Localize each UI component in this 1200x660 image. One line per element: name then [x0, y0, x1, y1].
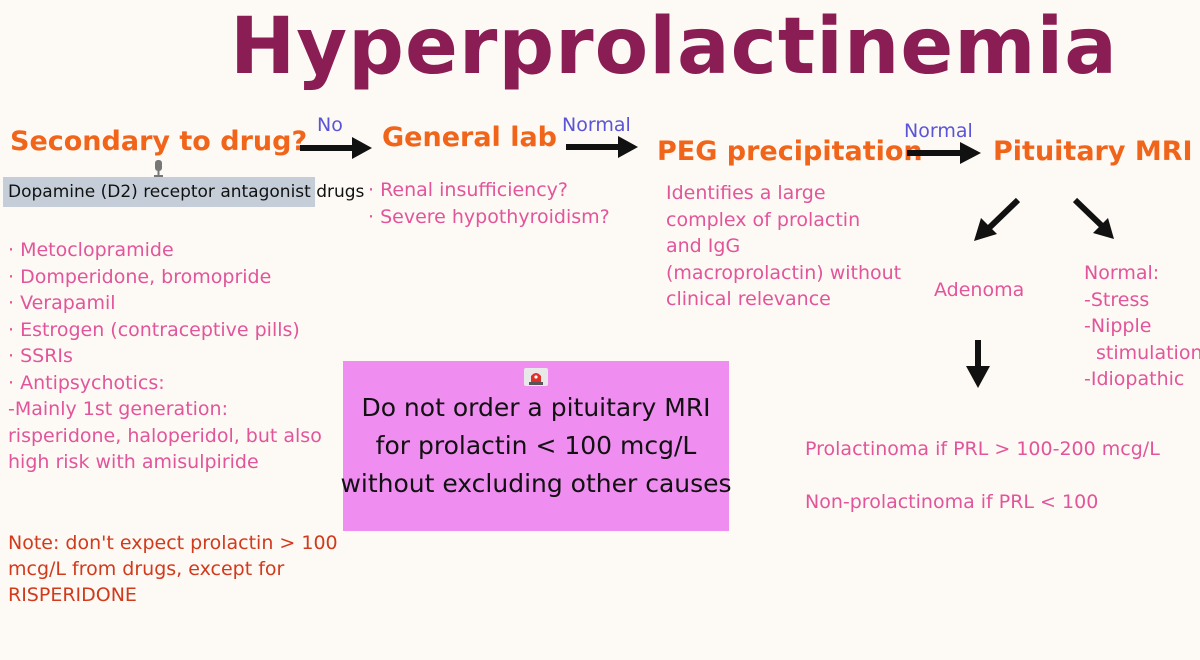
list-item: risperidone, haloperidol, but also — [8, 424, 322, 447]
step-secondary-to-drug: Secondary to drug? — [10, 126, 308, 157]
list-item: · Renal insufficiency? — [368, 179, 568, 201]
warning-line: for prolactin < 100 mcg/L — [375, 431, 697, 460]
peg-line: and IgG — [666, 235, 741, 257]
list-item: high risk with amisulpiride — [8, 451, 259, 473]
list-item: · Antipsychotics: — [8, 371, 165, 394]
list-item: · Metoclopramide — [8, 239, 174, 261]
siren-icon — [524, 368, 548, 386]
arrow-label-no: No — [317, 114, 343, 136]
peg-line: Identifies a large — [666, 182, 826, 204]
drug-list: · Metoclopramide · Domperidone, bromopri… — [8, 237, 322, 476]
list-item: · Estrogen (contraceptive pills) — [8, 318, 300, 341]
note-line: mcg/L from drugs, except for — [8, 558, 285, 580]
warning-text: Do not order a pituitary MRI for prolact… — [340, 389, 731, 503]
peg-line: clinical relevance — [666, 288, 831, 310]
list-item: -Idiopathic — [1084, 368, 1185, 390]
list-item: -Mainly 1st generation: — [8, 398, 228, 420]
peg-line: complex of prolactin — [666, 208, 861, 231]
list-item: · Verapamil — [8, 292, 116, 314]
list-item: -Stress — [1084, 288, 1150, 311]
note: Note: don't expect prolactin > 100 mcg/L… — [8, 530, 338, 608]
arrow-lab-to-peg — [566, 136, 638, 158]
note-line: RISPERIDONE — [8, 584, 137, 606]
normal-branch: Normal: -Stress -Nipple stimulation -Idi… — [1084, 260, 1200, 393]
list-item: -Nipple — [1084, 315, 1152, 337]
arrow-label-normal-2: Normal — [904, 120, 973, 142]
list-item: · SSRIs — [8, 345, 73, 367]
adenoma-label: Adenoma — [934, 279, 1025, 301]
normal-header: Normal: — [1084, 262, 1160, 284]
note-line: Note: don't expect prolactin > 100 — [8, 532, 338, 554]
result-non-prolactinoma: Non-prolactinoma if PRL < 100 — [805, 491, 1099, 513]
microphone-icon — [154, 160, 163, 177]
warning-line: without excluding other causes — [340, 469, 732, 498]
arrow-mri-to-adenoma — [974, 197, 1021, 241]
step-peg-precipitation: PEG precipitation — [657, 136, 923, 167]
result-prolactinoma: Prolactinoma if PRL > 100-200 mcg/L — [805, 438, 1160, 460]
warning-box: Do not order a pituitary MRI for prolact… — [340, 361, 732, 531]
arrow-peg-to-mri — [907, 142, 981, 164]
peg-description: Identifies a large complex of prolactin … — [666, 180, 901, 313]
arrow-mri-to-normal — [1072, 197, 1114, 239]
step-pituitary-mri: Pituitary MRI — [993, 136, 1193, 167]
list-item: · Severe hypothyroidism? — [368, 205, 610, 228]
page-title: Hyperprolactinemia — [230, 2, 1118, 92]
list-item: stimulation — [1096, 341, 1200, 364]
list-item: · Domperidone, bromopride — [8, 265, 272, 288]
arrow-label-normal-1: Normal — [562, 114, 631, 136]
lab-list: · Renal insufficiency? · Severe hypothyr… — [368, 177, 610, 230]
drug-class-label: Dopamine (D2) receptor antagonist drugs — [3, 177, 364, 207]
warning-line: Do not order a pituitary MRI — [361, 393, 711, 422]
arrow-drug-to-lab — [300, 137, 372, 159]
peg-line: (macroprolactin) without — [666, 261, 902, 284]
step-general-lab: General lab — [382, 122, 557, 153]
arrow-adenoma-down — [966, 340, 990, 388]
